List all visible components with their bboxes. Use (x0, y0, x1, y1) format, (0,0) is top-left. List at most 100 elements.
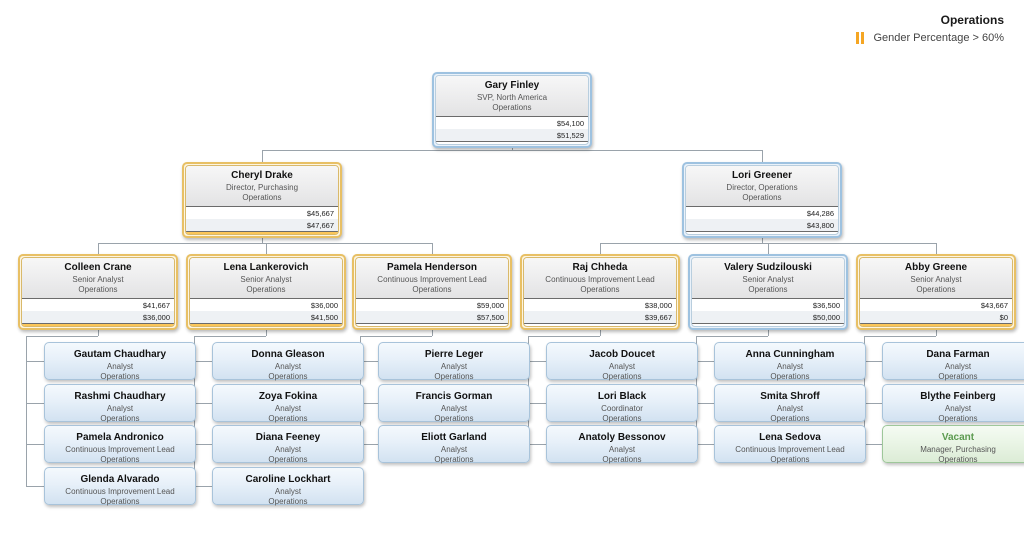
metric-row: $45,667 (186, 207, 338, 219)
employee-title: Director, Operations (726, 183, 798, 192)
connector-line (26, 444, 44, 445)
metric-row: 25.0% (356, 323, 508, 327)
connector-line (864, 403, 882, 404)
legend-entry: Gender Percentage > 60% (856, 31, 1004, 45)
employee-department: Operations (100, 413, 140, 423)
employee-department: Operations (434, 413, 474, 423)
metric-value: $59,000 (476, 300, 504, 310)
employee-department: Operations (770, 372, 810, 381)
connector-line (936, 243, 937, 254)
employee-name: Lori Black (597, 390, 647, 402)
metric-value: $0 (999, 312, 1008, 322)
metric-row: $39,667 (524, 311, 676, 323)
employee-name: Gary Finley (484, 80, 540, 91)
connector-line (600, 243, 601, 254)
metric-value: $57,500 (476, 312, 504, 322)
metric-value: $36,000 (142, 312, 170, 322)
employee-department: Operations (246, 285, 286, 294)
employee-title: Manager, Purchasing (920, 445, 996, 454)
metric-value: 25.0% (651, 326, 672, 327)
employee-department: Operations (492, 103, 532, 112)
metric-row: 25.0% (524, 323, 676, 327)
metric-value: $54,100 (556, 118, 584, 128)
employee-title: Analyst (274, 486, 302, 496)
metric-value: 80.0% (317, 326, 338, 327)
connector-line (696, 403, 714, 404)
employee-department: Operations (742, 193, 782, 202)
metric-value: $43,667 (980, 300, 1008, 310)
employee-department: Operations (242, 193, 282, 202)
employee-name: Dana Farman (926, 349, 990, 360)
employee-name: Donna Gleason (251, 349, 325, 360)
employee-department: Operations (268, 372, 308, 381)
employee-department: Operations (916, 285, 956, 294)
employee-department: Operations (938, 455, 978, 464)
employee-title: Analyst (944, 403, 972, 413)
connector-line (528, 361, 546, 362)
metrics-table: $59,000$57,50025.0%75.0% (356, 298, 508, 327)
connector-line (262, 150, 263, 162)
metric-value: 58.3% (813, 234, 834, 235)
employee-name: Vacant (941, 432, 975, 443)
metric-row: 51.3% (436, 141, 588, 144)
metric-row: $44,286 (686, 207, 838, 219)
employee-name: Caroline Lockhart (245, 473, 331, 485)
metric-value: $41,500 (310, 312, 338, 322)
metric-row: 50.0% (692, 323, 844, 326)
legend-entry-label: Gender Percentage > 60% (873, 32, 1004, 44)
metric-value: 25.0% (483, 326, 504, 327)
metrics-table: $36,000$41,50080.0%20.0% (190, 298, 342, 327)
employee-title: Senior Analyst (742, 275, 794, 284)
connector-line (194, 336, 266, 337)
employee-name: Valery Sudzilouski (724, 262, 812, 273)
connector-line (528, 403, 546, 404)
employee-name: Blythe Feinberg (920, 390, 996, 402)
connector-line (194, 486, 212, 487)
connector-line (262, 150, 762, 151)
employee-title: Coordinator (601, 403, 643, 413)
employee-title: Analyst (776, 403, 804, 413)
metrics-table: $45,667$47,66760.0%40.0% (186, 206, 338, 234)
metric-row: $51,529 (436, 129, 588, 141)
metric-row: $0 (860, 311, 1012, 323)
employee-title: Senior Analyst (72, 275, 124, 284)
metrics-table: $44,286$43,80058.3%41.7% (686, 206, 838, 235)
metric-row: $50,000 (692, 311, 844, 323)
metrics-table: $38,000$39,66725.0%75.0% (524, 298, 676, 327)
employee-name: Colleen Crane (64, 262, 132, 273)
